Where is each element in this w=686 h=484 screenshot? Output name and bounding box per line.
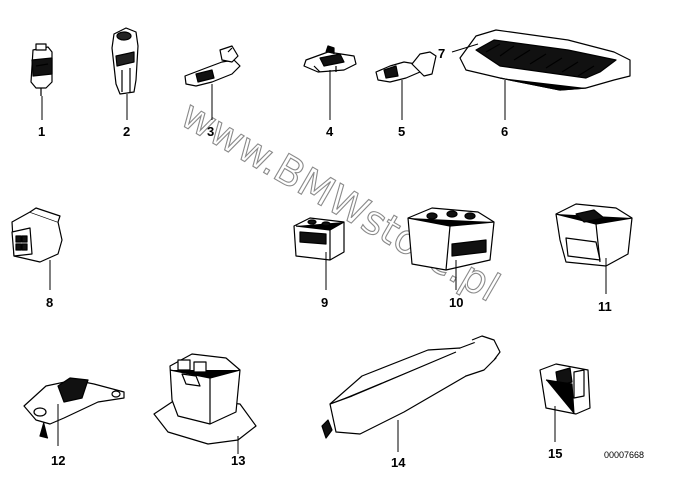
part-number: 12 xyxy=(51,453,65,468)
part-6-connector-strip[interactable] xyxy=(459,29,631,91)
part-2-housing[interactable] xyxy=(111,27,139,95)
part-1-connector[interactable] xyxy=(30,43,53,96)
part-13-base-connector[interactable] xyxy=(153,353,257,445)
part-number: 6 xyxy=(501,124,508,139)
leader-lines xyxy=(41,43,607,454)
part-number: 14 xyxy=(391,455,406,470)
part-3-terminal[interactable] xyxy=(184,45,241,87)
part-number: 9 xyxy=(321,295,328,310)
part-5-terminal[interactable] xyxy=(375,51,437,83)
part-9-housing[interactable] xyxy=(293,217,345,261)
part-number: 13 xyxy=(231,453,245,468)
part-11-socket[interactable] xyxy=(555,203,633,267)
part-12-bracket[interactable] xyxy=(23,377,125,439)
part-15-clip[interactable] xyxy=(539,363,591,415)
part-numbers: 1 2 3 4 5 6 7 8 9 10 11 12 13 14 15 xyxy=(38,46,612,470)
part-8-block-connector[interactable] xyxy=(11,207,63,263)
part-number: 10 xyxy=(449,295,463,310)
part-number: 2 xyxy=(123,124,130,139)
part-14-socket-assembly[interactable] xyxy=(321,335,501,439)
part-10-housing[interactable] xyxy=(407,207,495,271)
part-number: 4 xyxy=(326,124,334,139)
part-number: 5 xyxy=(398,124,405,139)
part-number: 15 xyxy=(548,446,562,461)
part-number: 8 xyxy=(46,295,53,310)
part-4-flat-plug[interactable] xyxy=(303,45,357,73)
part-number: 11 xyxy=(598,299,612,314)
part-number: 1 xyxy=(38,124,45,139)
watermark: www.BMWstore.pl xyxy=(173,92,507,311)
part-number: 7 xyxy=(438,46,445,61)
diagram-reference-number: 00007668 xyxy=(604,450,644,460)
part-number: 3 xyxy=(207,124,214,139)
